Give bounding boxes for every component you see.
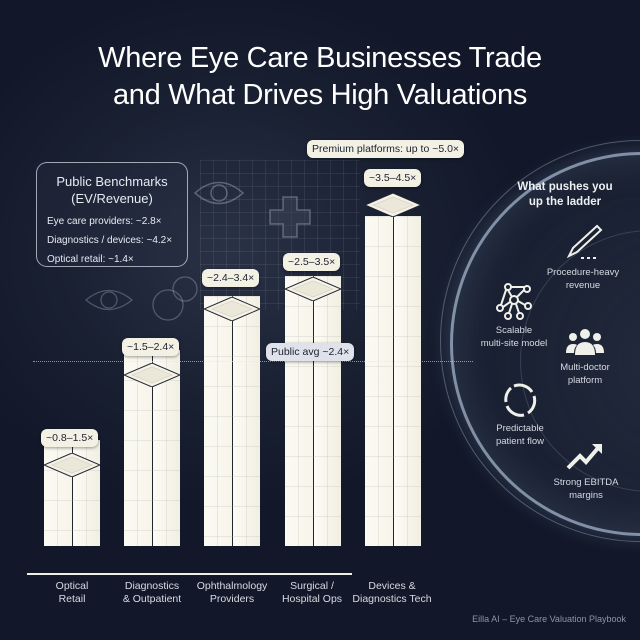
premium-platforms-label: Premium platforms: up to ~5.0× <box>307 140 465 158</box>
bar-surgical-hospital <box>285 276 341 546</box>
public-average-label: Public avg ~2.4× <box>266 343 355 361</box>
driver-label-line-2: revenue <box>565 280 601 291</box>
bar-ophthalmology-providers <box>204 296 260 546</box>
title-line-2: and What Drives High Valuations <box>112 79 528 111</box>
range-label-diagnostics: ~1.5–2.4× <box>122 338 180 356</box>
page-title: Where Eye Care Businesses Trade and What… <box>0 40 640 114</box>
benchmark-row: Eye care providers: ~2.8× <box>47 216 162 227</box>
footer-credit: Eilla AI – Eye Care Valuation Playbook <box>472 614 626 624</box>
range-label-surgical: ~2.5–3.5× <box>283 253 341 271</box>
x-label-line-1: Devices & <box>368 580 416 592</box>
scalpel-icon <box>566 224 603 259</box>
driver-label-line-1: Strong EBITDA <box>553 477 619 488</box>
driver-label-line-2: platform <box>567 375 603 386</box>
benchmarks-title-line-1: Public Benchmarks <box>56 174 168 189</box>
benchmarks-title: Public Benchmarks (EV/Revenue) <box>37 173 187 207</box>
bar-devices-tech <box>365 216 421 546</box>
drivers-heading-line-1: What pushes you <box>517 181 613 193</box>
benchmark-row: Diagnostics / devices: ~4.2× <box>47 235 173 246</box>
bar-cap <box>124 363 180 387</box>
trend-up-icon <box>566 444 602 470</box>
public-average-line <box>33 361 473 362</box>
x-label-line-2: Retail <box>58 593 86 605</box>
driver-ebitda: Strong EBITDA margins <box>531 440 640 502</box>
x-label-line-2: Diagnostics Tech <box>352 593 432 605</box>
x-label-line-1: Ophthalmology <box>196 580 268 592</box>
public-benchmarks-box: Public Benchmarks (EV/Revenue) Eye care … <box>36 162 188 267</box>
benchmark-row: Optical retail: ~1.4× <box>47 254 134 265</box>
x-label-diagnostics: Diagnostics& Outpatient <box>107 580 197 606</box>
range-label-devices: ~3.5–4.5× <box>364 169 422 187</box>
driver-multidoctor: Multi-doctor platform <box>530 327 640 387</box>
x-label-line-2: & Outpatient <box>122 593 182 605</box>
x-label-line-2: Providers <box>209 593 255 605</box>
cycle-arrows-icon <box>504 383 537 417</box>
x-axis-baseline <box>27 573 352 575</box>
x-label-devices: Devices &Diagnostics Tech <box>347 580 437 606</box>
bar-cap <box>204 297 260 321</box>
driver-procedure: Procedure-heavy revenue <box>528 222 638 292</box>
bar-cap <box>285 277 341 301</box>
network-icon <box>496 283 532 320</box>
group-icon <box>566 329 604 355</box>
driver-label-line-2: patient flow <box>495 436 545 447</box>
driver-label-line-2: multi-site model <box>480 338 548 349</box>
medical-cross-icon <box>269 196 311 238</box>
driver-multisite: Scalable multi-site model <box>459 282 569 350</box>
driver-label-line-1: Predictable <box>496 423 544 434</box>
driver-patient-flow: Predictable patient flow <box>465 382 575 448</box>
bar-cap <box>44 453 100 477</box>
eye-icon <box>193 181 245 205</box>
lens-icon <box>152 276 198 321</box>
title-line-1: Where Eye Care Businesses Trade <box>98 42 542 74</box>
x-label-line-2: Hospital Ops <box>281 593 343 605</box>
driver-label-line-1: Procedure-heavy <box>546 267 620 278</box>
driver-label-line-1: Scalable <box>495 325 533 336</box>
x-label-line-1: Optical <box>55 580 89 592</box>
x-label-surgical: Surgical /Hospital Ops <box>267 580 357 606</box>
driver-label-line-1: Multi-doctor <box>560 362 610 373</box>
range-label-ophthalmology: ~2.4–3.4× <box>202 269 260 287</box>
range-label-optical: ~0.8–1.5× <box>41 429 99 447</box>
driver-label-line-2: margins <box>569 490 603 501</box>
drivers-heading-line-2: up the ladder <box>528 196 602 208</box>
x-label-line-1: Diagnostics <box>124 580 180 592</box>
drivers-heading: What pushes you up the ladder <box>505 180 625 210</box>
benchmarks-title-line-2: (EV/Revenue) <box>71 191 153 206</box>
bar-cap <box>365 193 421 217</box>
x-label-line-1: Surgical / <box>290 580 334 592</box>
eye-outline-icon <box>84 289 134 311</box>
